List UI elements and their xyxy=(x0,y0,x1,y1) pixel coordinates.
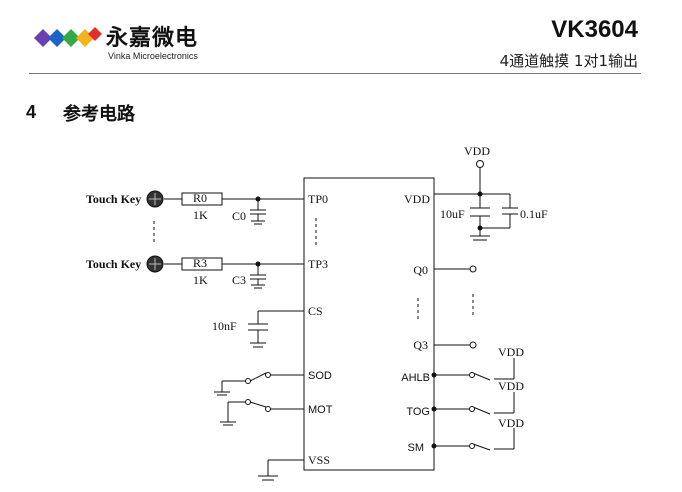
c0-label: C0 xyxy=(232,209,246,223)
pin-sod: SOD xyxy=(308,370,332,382)
company-name-en: Vinka Microelectronics xyxy=(108,51,198,61)
pin-vss: VSS xyxy=(308,453,330,467)
vdd-sm-label: VDD xyxy=(498,416,524,430)
sod-switch xyxy=(249,372,267,382)
vdd-tog-label: VDD xyxy=(498,379,524,393)
mot-switch xyxy=(249,401,267,408)
cs-cap-label: 10nF xyxy=(212,319,237,333)
cap-0p1uf-label: 0.1uF xyxy=(520,207,548,221)
r3-label: R3 xyxy=(193,256,207,270)
logo-diamond-green xyxy=(62,29,80,47)
pin-sm: SM xyxy=(408,442,425,454)
r0-value: 1K xyxy=(193,208,208,222)
section-title: 参考电路 xyxy=(63,104,135,125)
pin-tp3: TP3 xyxy=(308,257,328,271)
r3-value: 1K xyxy=(193,273,208,287)
sm-switch xyxy=(472,443,491,451)
pin-tp0: TP0 xyxy=(308,192,328,206)
ahlb-switch xyxy=(472,372,491,381)
r0-label: R0 xyxy=(193,191,207,205)
logo-diamond-red xyxy=(88,27,102,41)
c3-label: C3 xyxy=(232,273,246,287)
header-divider xyxy=(29,73,641,74)
company-name-cn: 永嘉微电 xyxy=(106,26,199,51)
q0-terminal xyxy=(469,265,477,273)
ic-body xyxy=(303,177,435,471)
pin-cs: CS xyxy=(308,304,323,318)
vdd-supply-label: VDD xyxy=(464,144,490,158)
cap-10uf-label: 10uF xyxy=(440,207,465,221)
document-subtitle: 4通道触摸 1对1输出 xyxy=(499,52,638,70)
pin-mot: MOT xyxy=(308,404,333,416)
vdd-ahlb-label: VDD xyxy=(498,345,524,359)
section-number: 4 xyxy=(26,102,37,122)
touch-key-2-label: Touch Key xyxy=(86,257,141,271)
part-number: VK3604 xyxy=(551,16,638,43)
logo-diamond-blue xyxy=(48,29,66,47)
pin-tog: TOG xyxy=(406,406,430,418)
company-logo xyxy=(34,27,102,47)
touch-key-1-label: Touch Key xyxy=(86,192,141,206)
pin-vdd: VDD xyxy=(404,192,430,206)
pin-q0: Q0 xyxy=(413,263,428,277)
pin-ahlb: AHLB xyxy=(401,372,430,384)
touch-pad-2 xyxy=(146,255,164,273)
logo-diamond-purple xyxy=(34,29,52,47)
touch-pad-1 xyxy=(146,190,164,208)
q3-terminal xyxy=(469,341,477,349)
vdd-terminal xyxy=(476,160,484,168)
tog-switch xyxy=(472,406,491,415)
pin-q3: Q3 xyxy=(413,338,428,352)
